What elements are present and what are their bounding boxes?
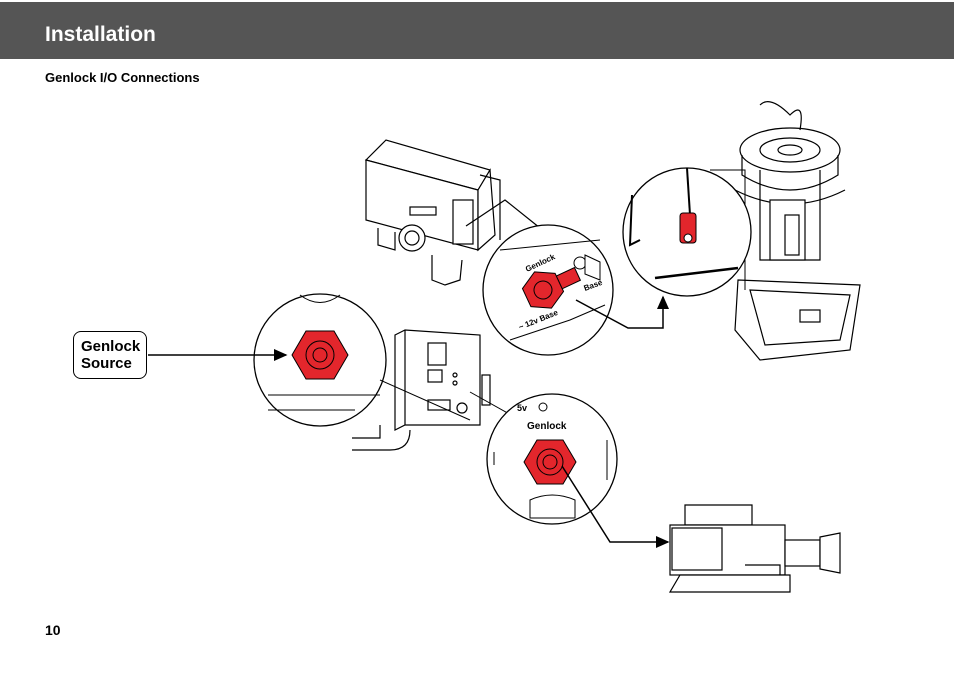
- page-number: 10: [45, 622, 61, 638]
- arrow-to-head: [575, 295, 669, 329]
- page-title: Installation: [45, 23, 156, 46]
- callout-line-2: Source: [81, 355, 132, 372]
- callout-line-1: Genlock: [81, 338, 141, 355]
- arrow-to-camera: [561, 465, 670, 548]
- genlock-source-connector: [291, 330, 349, 380]
- section-title: Genlock I/O Connections: [45, 70, 200, 85]
- camera-illustration: [668, 504, 841, 593]
- magnifier-top-right: [622, 167, 752, 297]
- pan-tilt-head-illustration: [734, 101, 861, 361]
- volt-label: 5v: [517, 403, 527, 413]
- rear-panel-illustration: [352, 329, 491, 451]
- magnifier-left: [253, 293, 387, 427]
- genlock-connector-middle: [523, 439, 577, 485]
- magnifier-middle: 5v Genlock: [486, 393, 618, 525]
- genlock-source-callout: Genlock Source: [73, 331, 147, 379]
- genlock-plug-top-right: [679, 212, 697, 244]
- header-bar: Installation: [0, 2, 954, 59]
- genlock-label-middle: Genlock: [527, 421, 567, 432]
- genlock-connector-top: [521, 266, 582, 309]
- magnifier-top: Genlock Base ~ 12v Base: [465, 199, 614, 356]
- control-box-illustration: [364, 139, 501, 286]
